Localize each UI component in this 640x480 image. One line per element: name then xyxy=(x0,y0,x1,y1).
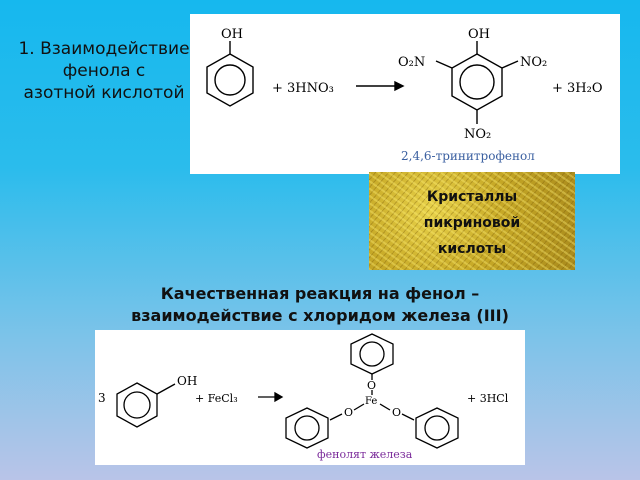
nitration-reaction-scheme: OH + 3HNO₃ OH O₂N NO₂ NO₂ + 3H₂O 2,4,6-т… xyxy=(206,27,603,163)
picric-no2-left-label: O₂N xyxy=(398,55,425,70)
crystals-caption: Кристаллы пикриновой кислоты xyxy=(369,184,575,262)
picric-acid-name: 2,4,6-тринитрофенол xyxy=(401,149,535,163)
phenolate-top-aromatic-circle xyxy=(359,341,385,367)
crystals-caption-line-2: пикриновой xyxy=(423,215,521,231)
heading-line-1: Качественная реакция на фенол – xyxy=(160,284,480,303)
nitration-reaction-panel: OH + 3HNO₃ OH O₂N NO₂ NO₂ + 3H₂O 2,4,6-т… xyxy=(190,14,620,174)
fe-o-left-bond xyxy=(353,403,365,411)
phenol-ring-aromatic-circle xyxy=(214,64,246,96)
reaction-title-line-2: фенола с xyxy=(62,61,146,81)
o-left-label: O xyxy=(344,406,353,419)
picric-no2-left-bond xyxy=(435,60,453,69)
fecl3-reaction-panel: 3 OH + FeCl₃ O Fe O O + 3HCl фенолят жел… xyxy=(95,330,525,465)
picric-acid-crystals-photo: Кристаллы пикриновой кислоты xyxy=(369,172,575,270)
reaction-title-line-3: азотной кислотой xyxy=(23,83,185,103)
phenolate-left-ring xyxy=(285,407,329,449)
crystals-caption-line-3: кислоты xyxy=(437,241,507,257)
o-right-label: O xyxy=(392,406,401,419)
picric-oh-label: OH xyxy=(468,27,490,42)
phenolate-left-aromatic-circle xyxy=(294,415,320,441)
crystals-caption-line-1: Кристаллы xyxy=(426,189,518,205)
phenol-2-oh-bond xyxy=(156,383,176,395)
qualitative-reaction-heading: Качественная реакция на фенол – взаимоде… xyxy=(40,283,600,327)
fecl3-reagent: + FeCl₃ xyxy=(195,392,238,405)
reaction-title: 1. Взаимодействие фенола с азотной кисло… xyxy=(0,38,214,104)
phenolate-right-ring xyxy=(415,407,459,449)
hcl-byproduct: + 3HCl xyxy=(467,392,509,405)
picric-acid-aromatic-circle xyxy=(459,64,495,100)
o-left-ring-bond xyxy=(329,413,343,421)
heading-line-2: взаимодействие с хлоридом железа (III) xyxy=(131,306,509,325)
phenol-ring-2 xyxy=(116,382,158,428)
phenol-ring-2-aromatic-circle xyxy=(123,391,151,419)
fecl3-reaction-scheme: 3 OH + FeCl₃ O Fe O O + 3HCl фенолят жел… xyxy=(98,333,509,461)
picric-no2-bottom-label: NO₂ xyxy=(464,127,491,142)
reaction-arrow-2-head xyxy=(274,391,284,403)
picric-no2-right-label: NO₂ xyxy=(520,55,547,70)
fe-o-right-bond xyxy=(379,403,391,411)
phenolate-top-ring xyxy=(350,333,394,375)
reaction-title-line-1: 1. Взаимодействие xyxy=(18,39,190,59)
phenol-ring xyxy=(206,53,254,107)
phenol-coefficient: 3 xyxy=(98,391,106,405)
phenolate-right-aromatic-circle xyxy=(424,415,450,441)
iron-phenolate-name: фенолят железа xyxy=(317,448,413,461)
phenol-oh-label: OH xyxy=(221,27,243,42)
fe-label: Fe xyxy=(365,396,377,407)
o-right-ring-bond xyxy=(401,413,415,421)
picric-no2-right-bond xyxy=(501,60,519,69)
reaction-arrow-head xyxy=(394,80,405,92)
o-top-label: O xyxy=(367,379,376,392)
water-byproduct: + 3H₂O xyxy=(552,81,603,96)
nitric-acid-reagent: + 3HNO₃ xyxy=(272,81,334,96)
phenol-2-oh-label: OH xyxy=(177,374,197,388)
